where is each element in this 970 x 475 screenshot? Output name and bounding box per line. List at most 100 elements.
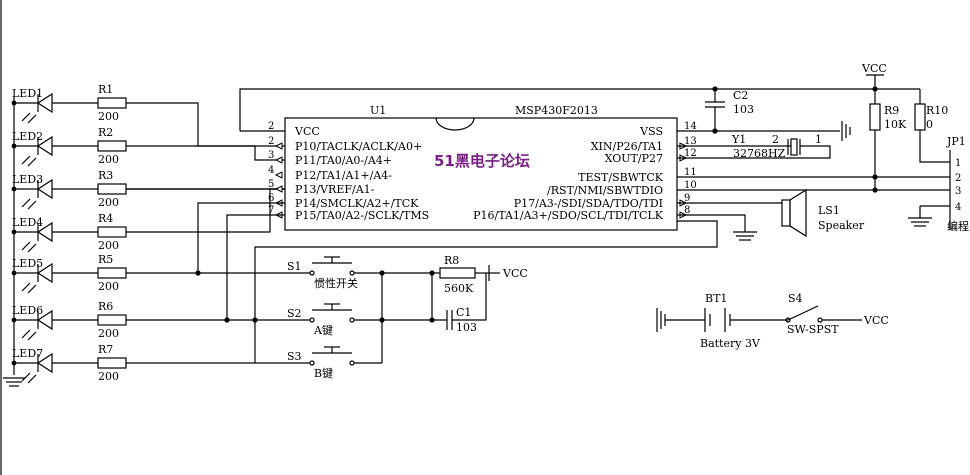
svg-text:4: 4 xyxy=(955,202,961,213)
led-label: LED2 xyxy=(12,130,43,143)
ic-pin-label: XIN/P26/TA1 xyxy=(591,140,663,153)
resistor-value: 200 xyxy=(98,153,119,166)
ic-pin-label: VCC xyxy=(294,125,320,138)
led-label: LED4 xyxy=(12,216,43,229)
led-label: LED7 xyxy=(12,347,43,360)
ic-pin-number: 6 xyxy=(268,193,274,204)
ic-pin-number: 3 xyxy=(268,150,274,161)
ic-pin-number: 5 xyxy=(268,179,274,190)
switch-ref: S2 xyxy=(287,307,302,320)
ic-pin-number: 9 xyxy=(684,193,690,204)
switch-label: 惯性开关 xyxy=(314,276,358,290)
resistor-ref: R5 xyxy=(98,253,113,266)
resistor-value: 200 xyxy=(98,196,119,209)
led-row: LED4 R4 200 xyxy=(11,188,285,253)
capacitor-c2: C2 103 xyxy=(705,89,754,134)
resistor-value: 200 xyxy=(98,110,119,123)
watermark: 51黑电子论坛 xyxy=(434,152,530,170)
r8-value: 560K xyxy=(444,282,474,295)
ground-symbol-led xyxy=(3,377,25,387)
resistor-ref: R1 xyxy=(98,83,113,96)
capacitor-c1: C1 103 xyxy=(382,273,487,334)
speaker-ls1: LS1 Speaker xyxy=(677,188,865,241)
ic-pin-number: 14 xyxy=(684,121,697,132)
r10-value: 0 xyxy=(926,118,933,131)
s4-vcc: VCC xyxy=(863,314,889,327)
ic-pin-number: 4 xyxy=(268,165,274,176)
y1-value: 32768HZ xyxy=(733,147,786,160)
ic-pin-label: P16/TA1/A3+/SDO/SCL/TDI/TCLK xyxy=(473,209,664,222)
resistor-value: 200 xyxy=(98,327,119,340)
switch-label: A键 xyxy=(313,323,333,337)
resistor-icon xyxy=(97,183,127,195)
switch-ref: S3 xyxy=(287,350,302,363)
led-label: LED5 xyxy=(12,257,43,270)
ic-pin-label: P15/TA0/A2-/SCLK/TMS xyxy=(295,209,429,222)
y1-pin2: 2 xyxy=(772,133,779,146)
ic-pin-label: XOUT/P27 xyxy=(605,152,663,165)
resistor-r9: R9 10K xyxy=(869,89,907,193)
r9-value: 10K xyxy=(884,118,907,131)
ic-pin-number: 8 xyxy=(684,205,690,216)
resistor-ref: R4 xyxy=(98,212,113,225)
bt1-ref: BT1 xyxy=(705,292,727,305)
jp1-label: 编程 xyxy=(947,219,969,233)
ic-pin-label: P12/TA1/A1+/A4- xyxy=(295,169,392,182)
c1-ref: C1 xyxy=(456,306,471,319)
resistor-icon xyxy=(97,226,127,238)
resistor-value: 200 xyxy=(98,239,119,252)
vcc-symbol-top: VCC xyxy=(861,62,887,89)
ls1-label: Speaker xyxy=(818,219,865,232)
c2-ref: C2 xyxy=(733,89,748,102)
ic-pin-number: 11 xyxy=(684,167,697,178)
ic-pin-number: 10 xyxy=(684,180,697,191)
led-label: LED6 xyxy=(12,304,43,317)
bt1-label: Battery 3V xyxy=(700,337,761,350)
resistor-value: 200 xyxy=(98,280,119,293)
r10-ref: R10 xyxy=(926,104,948,117)
pin8-net xyxy=(254,220,718,363)
connector-jp1: JP1 1 2 3 4 编程 xyxy=(908,135,969,233)
ic-part: MSP430F2013 xyxy=(515,104,598,117)
ic-pin-label: VSS xyxy=(639,125,663,138)
led-row: LED1 R1 200 xyxy=(11,83,285,147)
resistor-r8: VCC R8 560K xyxy=(382,254,528,295)
resistor-icon xyxy=(97,314,127,326)
resistor-icon xyxy=(97,97,127,109)
ic-pin-number: 13 xyxy=(684,136,697,147)
resistor-value: 200 xyxy=(98,370,119,383)
ground-symbol-vss xyxy=(841,121,851,141)
svg-text:1: 1 xyxy=(955,158,961,169)
jp1-ref: JP1 xyxy=(946,135,966,148)
ic-pin-label: P17/A3-/SDI/SDA/TDO/TDI xyxy=(514,197,663,210)
r8-ref: R8 xyxy=(444,254,459,267)
y1-ref: Y1 xyxy=(731,133,746,146)
led-label: LED3 xyxy=(12,173,43,186)
ic-pin-number: 12 xyxy=(684,148,697,159)
led-row: LED3 R3 200 xyxy=(11,169,285,210)
battery-bt1: BT1 Battery 3V xyxy=(656,292,788,350)
ic-pin-label: P11/TA0/A0-/A4+ xyxy=(295,154,392,167)
svg-text:2: 2 xyxy=(955,173,961,184)
resistor-icon xyxy=(97,267,127,279)
ic-pin-label: P13/VREF/A1- xyxy=(295,183,375,196)
r9-ref: R9 xyxy=(884,104,899,117)
crystal-y1: Y1 2 1 32768HZ xyxy=(677,133,831,160)
vcc-top-bus xyxy=(239,88,920,131)
led-label: LED1 xyxy=(12,87,43,100)
ic-pin-number: 2 xyxy=(268,121,274,132)
c1-value: 103 xyxy=(456,321,477,334)
resistor-ref: R3 xyxy=(98,169,113,182)
y1-pin1: 1 xyxy=(815,133,822,146)
resistor-r10: R10 0 xyxy=(914,89,950,163)
r8-vcc: VCC xyxy=(502,267,528,280)
ic-pin-label: P10/TACLK/ACLK/A0+ xyxy=(295,140,422,153)
resistor-icon xyxy=(97,357,127,369)
